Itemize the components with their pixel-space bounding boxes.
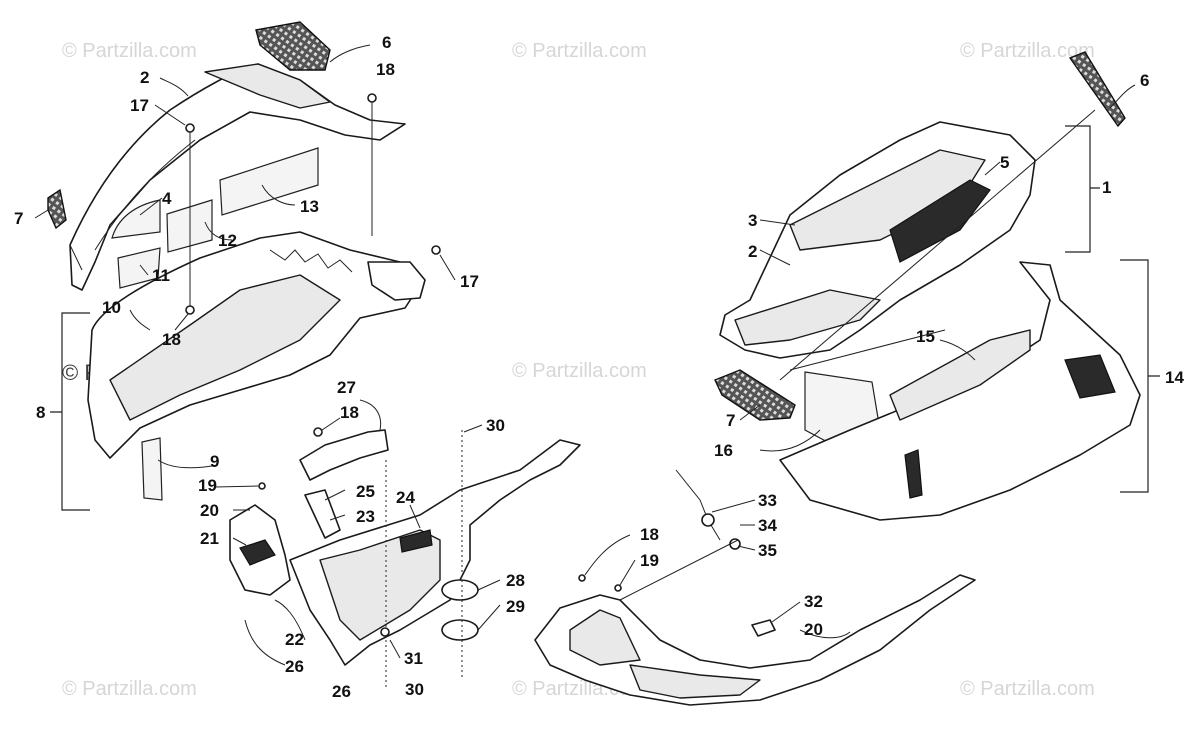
callout-15: 15 [916, 327, 935, 346]
callout-3: 3 [748, 211, 757, 230]
watermark: © Partzilla.com [512, 360, 647, 382]
watermark: © Partzilla.com [960, 678, 1095, 700]
callout-10: 10 [102, 298, 121, 317]
watermark: © Partzilla.com [62, 40, 197, 62]
callout-18: 18 [376, 60, 395, 79]
callout-7: 7 [14, 209, 23, 228]
callout-34: 34 [758, 516, 777, 535]
callout-27: 27 [337, 378, 356, 397]
vent-6-right [1068, 51, 1126, 128]
nut-18-center [313, 427, 323, 437]
callout-20: 20 [804, 620, 823, 639]
lower-side-panel-left [87, 231, 426, 459]
watermark: © Partzilla.com [62, 678, 197, 700]
callout-5: 5 [1000, 153, 1009, 172]
callout-16: 16 [714, 441, 733, 460]
callout-33: 33 [758, 491, 777, 510]
callout-35: 35 [758, 541, 777, 560]
callout-29: 29 [506, 597, 525, 616]
callout-31: 31 [404, 649, 423, 668]
callout-11: 11 [152, 266, 170, 285]
callout-19: 19 [198, 476, 217, 495]
callout-4: 4 [162, 189, 172, 208]
callout-26: 26 [285, 657, 304, 676]
callout-7: 7 [726, 411, 735, 430]
callout-19: 19 [640, 551, 659, 570]
side-panel-right [779, 261, 1141, 521]
callout-30: 30 [486, 416, 505, 435]
callout-6: 6 [1140, 71, 1149, 90]
screw-17-right [431, 245, 441, 255]
vent-7-right [714, 369, 796, 421]
callout-9: 9 [210, 452, 219, 471]
callout-2: 2 [748, 242, 757, 261]
callout-13: 13 [300, 197, 319, 216]
decal-13 [219, 147, 319, 216]
nut-18-right [578, 574, 586, 582]
screw-31 [380, 627, 390, 637]
belly-pan-center [289, 439, 581, 666]
watermark: © Partzilla.com [960, 40, 1095, 62]
intake-duct-21 [229, 504, 291, 596]
clip-35 [729, 538, 741, 550]
callout-6: 6 [382, 33, 391, 52]
bracket-group-8 [50, 312, 90, 511]
callout-1: 1 [1102, 178, 1111, 197]
bracket-group-1 [1065, 125, 1100, 253]
callout-28: 28 [506, 571, 525, 590]
upper-hood-panel-left [69, 63, 406, 291]
screw-19-right [614, 584, 622, 592]
callout-8: 8 [36, 403, 45, 422]
bracket-group-14 [1120, 259, 1160, 493]
screw-17 [185, 123, 195, 133]
boot-29 [441, 619, 479, 641]
bracket-27 [299, 429, 389, 481]
cable-33 [675, 469, 721, 541]
callout-25: 25 [356, 482, 375, 501]
callout-23: 23 [356, 507, 375, 526]
callout-24: 24 [396, 488, 415, 507]
nut-18 [185, 305, 195, 315]
callout-14: 14 [1165, 368, 1184, 387]
callout-17: 17 [460, 272, 479, 291]
panel-9 [141, 437, 163, 501]
side-vent-left [47, 188, 67, 230]
callout-18: 18 [162, 330, 181, 349]
callout-17: 17 [130, 96, 149, 115]
spring-33 [701, 513, 715, 527]
callout-18: 18 [340, 403, 359, 422]
callout-12: 12 [218, 231, 237, 250]
fastener-32 [751, 619, 776, 637]
callout-2: 2 [140, 68, 149, 87]
callout-20: 20 [200, 501, 219, 520]
callout-21: 21 [200, 529, 219, 548]
watermark: © Partzilla.com [512, 40, 647, 62]
vent-grille [255, 21, 331, 71]
nut-18-top [367, 93, 377, 103]
callout-18: 18 [640, 525, 659, 544]
callout-32: 32 [804, 592, 823, 611]
callout-26: 26 [332, 682, 351, 701]
hood-assembly-right [719, 121, 1036, 359]
callout-22: 22 [285, 630, 304, 649]
callout-30: 30 [405, 680, 424, 699]
screw-19 [258, 482, 266, 490]
skid-plate-right [534, 574, 976, 706]
leader-lines [34, 44, 1136, 666]
bracket-25 [304, 489, 341, 539]
boot-28 [441, 579, 479, 601]
